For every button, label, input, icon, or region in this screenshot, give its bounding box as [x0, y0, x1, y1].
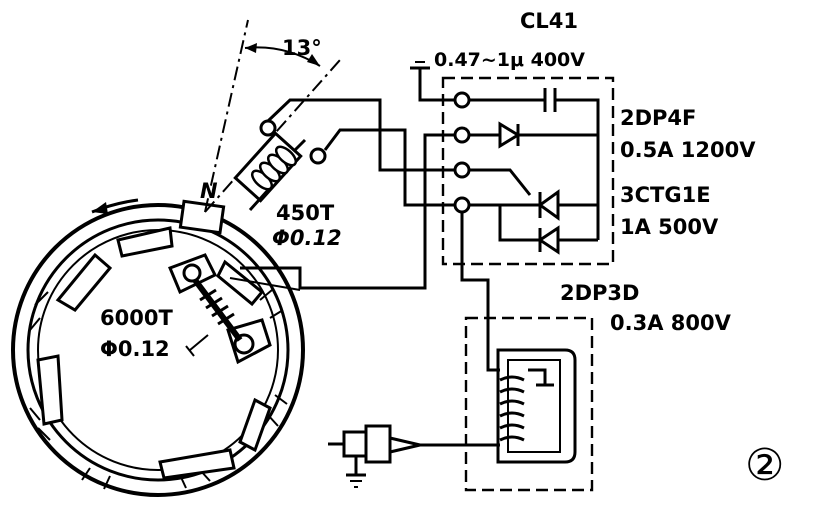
diode-1-rating-label: 0.5A 1200V	[620, 138, 756, 162]
scr-rating-label: 1A 500V	[620, 215, 719, 239]
trigger-coil	[233, 119, 327, 212]
capacitor-spec-label: 0.47~1μ 400V	[434, 49, 585, 71]
trigger-coil-wire-label: Φ0.12	[272, 226, 342, 250]
cdi-module	[441, 76, 615, 330]
ignition-coil	[420, 316, 594, 492]
figure-number-label: ②	[745, 440, 784, 491]
charge-coil-turns-label: 6000T	[100, 306, 173, 330]
flywheel	[11, 198, 305, 497]
wiring	[240, 61, 462, 290]
charge-coil-wire-label: Φ0.12	[100, 337, 170, 361]
module-name-label: CL41	[520, 9, 578, 33]
diode-2-type-label: 2DP3D	[560, 281, 639, 305]
diode-1-type-label: 2DP4F	[620, 106, 696, 130]
scr-type-label: 3CTG1E	[620, 183, 711, 207]
diode-2-rating-label: 0.3A 800V	[610, 311, 732, 335]
spark-plug	[328, 424, 421, 488]
angle-label: 13°	[282, 36, 322, 60]
charge-coil	[168, 253, 301, 365]
trigger-coil-turns-label: 450T	[276, 201, 335, 225]
pole-label: N	[200, 179, 218, 203]
